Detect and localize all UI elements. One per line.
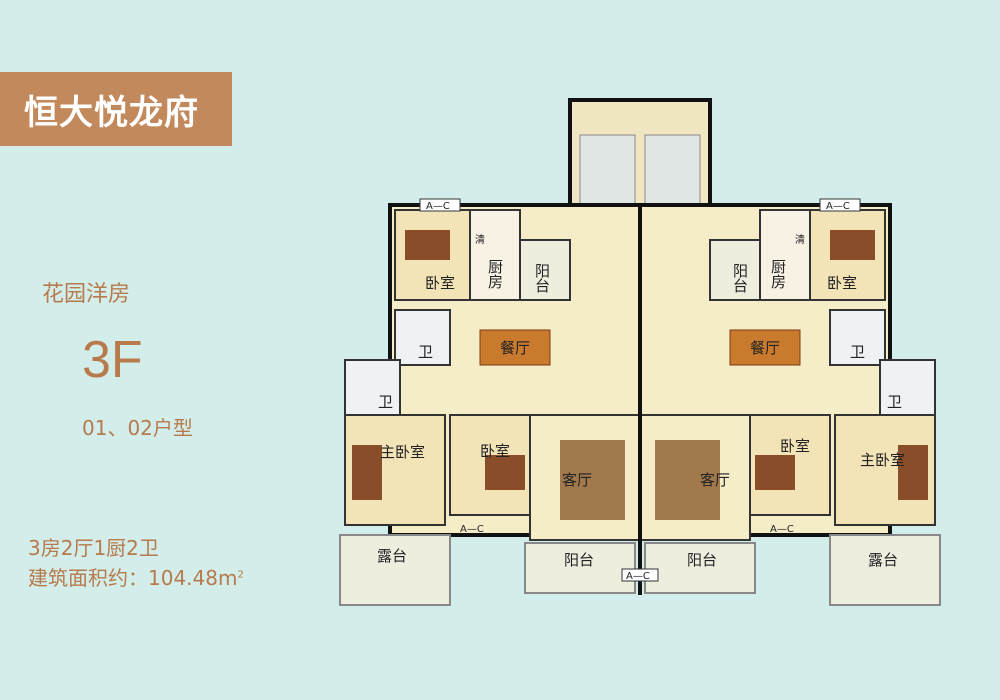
right-balcony-top	[709, 239, 761, 301]
right-living-label: 客厅	[700, 471, 730, 489]
left-balcony-bottom	[524, 542, 636, 594]
ac-label-right-top: A—C	[826, 201, 850, 212]
area-value: 104.48	[148, 566, 218, 590]
left-terrace-label: 露台	[377, 547, 407, 565]
left-bath-1	[394, 309, 451, 366]
right-dining-table	[729, 329, 801, 366]
floor-plan: 水 电 A—C A—C A—C A—C A—C 清 清 卧室 厨房 阳台 餐厅 …	[339, 98, 941, 606]
ac-label-left-top: A—C	[426, 201, 450, 212]
right-kitchen	[759, 209, 811, 301]
left-bath-1-label: 卫	[418, 343, 433, 361]
floor-label: 3F	[82, 331, 143, 389]
right-terrace	[829, 534, 941, 606]
left-balcony-bottom-label: 阳台	[564, 551, 594, 569]
left-kitchen-label: 厨房	[486, 259, 504, 289]
left-dining-label: 餐厅	[500, 339, 530, 357]
area-line: 建筑面积约：104.48m2	[28, 562, 244, 591]
right-balcony-bottom-label: 阳台	[687, 551, 717, 569]
project-name: 恒大悦龙府	[24, 92, 199, 133]
right-master-bedroom-label: 主卧室	[860, 451, 905, 469]
right-terrace-label: 露台	[868, 551, 898, 569]
title-banner: 恒大悦龙府	[0, 72, 232, 146]
ac-label-center: A—C	[626, 571, 650, 582]
left-balcony-top	[519, 239, 571, 301]
left-balcony-top-label: 阳台	[533, 263, 551, 293]
right-bath-1	[829, 309, 886, 366]
right-bath-2-label: 卫	[887, 393, 902, 411]
category-label: 花园洋房	[42, 282, 131, 307]
left-terrace	[339, 534, 451, 606]
left-bedroom-1-label: 卧室	[425, 274, 455, 292]
ac-label-right-bottom: A—C	[770, 524, 794, 535]
left-master-bedroom-label: 主卧室	[380, 443, 425, 461]
left-dining-table	[479, 329, 551, 366]
left-bedroom-2-label: 卧室	[480, 442, 510, 460]
clean-label-right: 清	[795, 233, 805, 246]
right-balcony-top-label: 阳台	[731, 263, 749, 293]
area-label: 建筑面积约：	[28, 566, 148, 590]
left-bath-2	[344, 359, 401, 416]
ac-label-left-bottom: A—C	[460, 524, 484, 535]
area-unit-sup: 2	[237, 569, 244, 581]
right-bedroom-1-label: 卧室	[827, 274, 857, 292]
left-living-label: 客厅	[562, 471, 592, 489]
right-bath-2	[879, 359, 936, 416]
right-kitchen-label: 厨房	[769, 259, 787, 289]
right-bedroom-2-label: 卧室	[780, 437, 810, 455]
right-bath-1-label: 卫	[850, 343, 865, 361]
area-unit: m	[217, 566, 238, 590]
left-kitchen	[469, 209, 521, 301]
unit-type-label: 01、02户型	[82, 416, 193, 440]
left-bath-2-label: 卫	[378, 393, 393, 411]
right-dining-label: 餐厅	[750, 339, 780, 357]
right-balcony-bottom	[644, 542, 756, 594]
clean-label-left: 清	[475, 233, 485, 246]
layout-label: 3房2厅1厨2卫	[28, 536, 159, 560]
